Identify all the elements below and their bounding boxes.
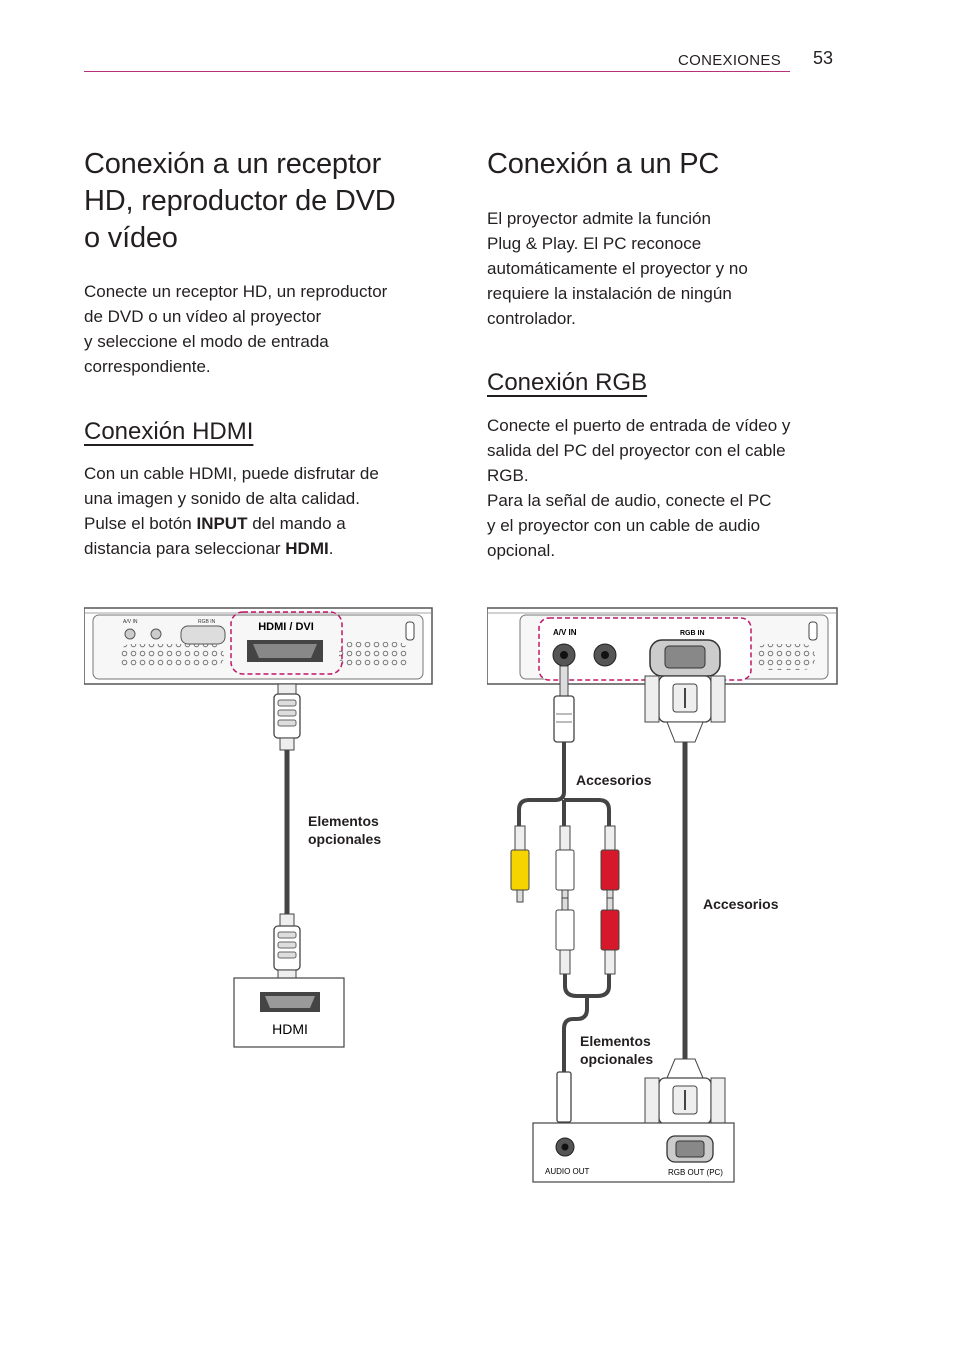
hdmi-text: Con un cable HDMI, puede disfrutar de una… — [84, 461, 379, 561]
rgbin-port-label: RGB IN — [198, 619, 216, 625]
line: de DVD o un vídeo al proyector — [84, 307, 322, 326]
line: Conecte un receptor HD, un reproductor — [84, 282, 388, 301]
vga-plug-top — [644, 675, 726, 743]
line: controlador. — [487, 309, 576, 328]
hdmi-heading: Conexión HDMI — [84, 418, 254, 445]
rgb-heading: Conexión RGB — [487, 369, 648, 396]
rca-plug-yellow — [510, 825, 530, 903]
line: y el proyector con un cable de audio — [487, 516, 761, 535]
line: Plug & Play. El PC reconoce — [487, 234, 702, 253]
line: Con un cable HDMI, puede disfrutar de — [84, 464, 379, 483]
rgb-optional-label: Elementos opcionales — [580, 1033, 654, 1067]
projector-panel — [487, 607, 838, 685]
line: y seleccione el modo de entrada — [84, 332, 329, 351]
hdmi-device-label: HDMI — [272, 1021, 308, 1037]
line: correspondiente. — [84, 357, 211, 376]
rgb-text: Conecte el puerto de entrada de vídeo y s… — [487, 413, 790, 563]
left-title: Conexión a un receptor HD, reproductor d… — [84, 146, 396, 257]
rgbin-port-label: RGB IN — [680, 630, 705, 637]
avin-port-label: A/V IN — [553, 628, 577, 637]
projector-panel — [84, 607, 433, 685]
rca-plug-red — [600, 825, 620, 903]
right-title: Conexión a un PC — [487, 148, 720, 180]
line: Para la señal de audio, conecte el PC — [487, 491, 772, 510]
line: El proyector admite la función — [487, 209, 711, 228]
left-title-line: HD, reproductor de DVD — [84, 185, 396, 217]
hdmi-device — [233, 977, 345, 1048]
hdmi-optional-label: Elementos opcionales — [308, 813, 382, 847]
line: una imagen y sonido de alta calidad. — [84, 489, 360, 508]
pc-device — [532, 1122, 735, 1183]
hdmi-keyword: HDMI — [285, 539, 329, 558]
hdmi-plug-top — [273, 683, 301, 751]
rgb-accessories-label-2: Accesorios — [703, 896, 779, 912]
left-title-line: Conexión a un receptor — [84, 148, 382, 180]
header-section: CONEXIONES — [678, 52, 782, 69]
rca-plug-red-bottom — [600, 897, 620, 975]
rca-plug-white — [555, 825, 575, 903]
line: salida del PC del proyector con el cable — [487, 441, 786, 460]
line: Pulse el botón — [84, 514, 197, 533]
line: requiere la instalación de ningún — [487, 284, 732, 303]
left-title-line: o vídeo — [84, 222, 178, 254]
line: del mando a — [247, 514, 346, 533]
line: RGB. — [487, 466, 529, 485]
hdmi-connection-diagram: A/V IN RGB IN HDMI / DVI HDMI — [84, 607, 433, 1048]
rca-plug-white-bottom — [555, 897, 575, 975]
rgb-accessories-label-1: Accesorios — [576, 772, 652, 788]
avin-port-label: A/V IN — [123, 619, 138, 625]
input-keyword: INPUT — [196, 514, 248, 533]
pc-audio-out-label: AUDIO OUT — [545, 1167, 590, 1176]
rgb-connection-diagram: A/V IN RGB IN — [487, 607, 838, 1183]
hdmi-plug-bottom — [273, 913, 301, 979]
line: . — [328, 539, 334, 558]
line: opcional. — [487, 541, 556, 560]
line: automáticamente el proyector y no — [487, 259, 748, 278]
line: distancia para seleccionar — [84, 539, 286, 558]
left-intro: Conecte un receptor HD, un reproductor de… — [84, 279, 387, 379]
header-rule — [84, 71, 790, 72]
line: Conecte el puerto de entrada de vídeo y — [487, 416, 791, 435]
page-number: 53 — [813, 48, 834, 68]
pc-rgb-out-label: RGB OUT (PC) — [668, 1168, 723, 1177]
hdmi-dvi-port-label: HDMI / DVI — [258, 621, 314, 633]
vga-plug-bottom — [644, 1058, 726, 1125]
